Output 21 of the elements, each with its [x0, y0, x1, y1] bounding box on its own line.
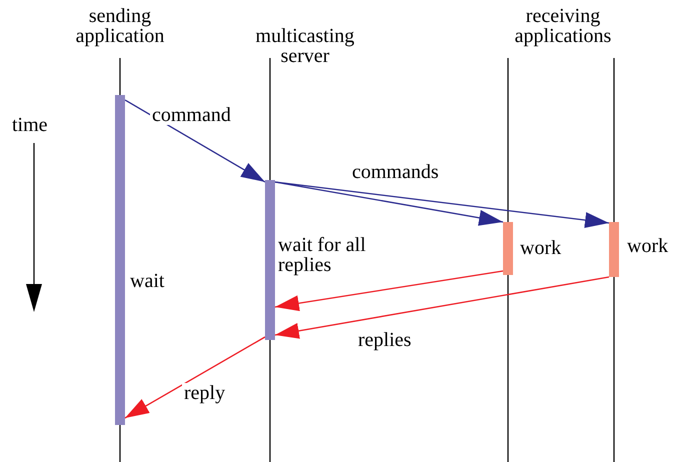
- bar-caption: work: [627, 236, 670, 256]
- edge-label: command: [150, 105, 233, 125]
- edge-label: reply: [182, 383, 228, 403]
- lifeline-heading: multicasting server: [250, 26, 360, 68]
- axis-label: time: [12, 115, 48, 135]
- arrow: [124, 99, 266, 183]
- lifeline-heading: receiving applications: [496, 6, 630, 48]
- arrow: [274, 270, 504, 312]
- bar-caption: work: [520, 238, 562, 258]
- arrow: [124, 336, 266, 419]
- lifeline-heading: sending application: [65, 6, 175, 48]
- edge-label: replies: [356, 330, 414, 350]
- activation-bar: [115, 95, 125, 425]
- activation-bar: [503, 222, 513, 275]
- activation-bar: [609, 222, 619, 277]
- arrow: [274, 181, 504, 226]
- bar-caption: wait for all replies: [278, 235, 367, 275]
- bar-caption: wait: [130, 271, 166, 291]
- activation-bar: [265, 180, 275, 340]
- arrow: [274, 276, 610, 339]
- arrow: [274, 181, 610, 228]
